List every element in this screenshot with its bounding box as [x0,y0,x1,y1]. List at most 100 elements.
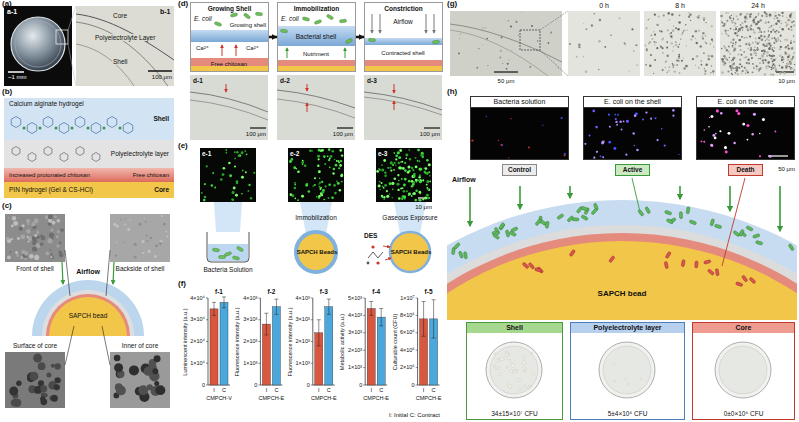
panel-d-schematic [364,97,442,115]
texture-dots [569,43,570,44]
chemical-structure [60,153,68,162]
bacteria-rods [339,19,346,23]
texture-dots [671,38,672,39]
panel-h-imaging [469,187,471,226]
texture-dots [755,50,756,51]
tick-label: 0 [307,382,310,388]
node-text: Immobilization [278,5,355,12]
texture-dots [788,28,790,30]
panel-c-sem [102,326,110,365]
texture-dots [725,32,726,33]
texture-dots [390,169,392,171]
texture-dots [333,168,335,170]
bacteria-rods [236,246,244,252]
bar-charts [422,300,436,338]
panel-letter: (f) [178,280,186,289]
panel-b-layers [4,182,174,198]
texture-dots [733,68,735,70]
bar-charts [311,385,313,386]
texture-dots [419,193,421,195]
texture-dots [500,57,502,59]
texture-dots [599,20,601,22]
bead-cross-section [447,233,797,320]
texture-dots [766,55,768,57]
bacteria-rods [665,251,671,259]
texture-dots [781,12,783,14]
texture-dots [790,26,792,28]
texture-dots [701,60,702,61]
texture-dots [788,48,790,50]
texture-dots [776,17,778,19]
texture-dots [146,240,148,242]
panel-g-timelapse [644,11,716,76]
bacteria-rods [679,212,682,219]
texture-dots [321,149,324,152]
texture-dots [748,43,750,45]
texture-dots [206,165,208,167]
node-text: Shell [467,323,562,333]
texture-dots [234,165,236,167]
bacteria-rods [735,282,743,287]
texture-dots [764,73,767,76]
texture-dots [782,71,783,72]
texture-dots [668,12,670,14]
panel-g-timelapse [540,11,568,30]
texture-dots [154,255,157,258]
panel-d-schematic [190,75,268,140]
texture-dots [404,162,406,164]
texture-dots [750,53,752,55]
step-label: Bacteria Solution [203,266,252,273]
airflow-label: Airflow [452,176,476,184]
bar-charts [369,301,383,325]
status-tag: Control [502,164,537,176]
texture-dots [401,178,403,180]
bar-charts [317,320,321,346]
texture-dots [771,67,773,69]
texture-dots [771,58,773,60]
texture-dots [381,168,384,171]
tick-label: 5×10³ [348,295,362,301]
texture-dots [709,117,710,118]
texture-dots [759,155,761,157]
bacteria-rods [557,213,564,219]
texture-dots [578,46,580,48]
texture-dots [616,124,618,126]
texture-dots [419,180,422,183]
texture-dots [744,67,746,69]
texture-dots [413,192,416,195]
bacteria-rods [432,40,439,44]
texture-dots [789,66,791,68]
texture-dots [678,56,680,58]
texture-dots [771,37,773,39]
bacteria-rods [741,275,748,282]
texture-dots [736,34,738,36]
texture-dots [759,58,761,60]
texture-dots [550,31,552,33]
subpanel-tag: e-3 [378,150,387,157]
texture-dots [705,35,707,37]
texture-dots [766,38,768,40]
texture-dots [411,167,413,169]
bacteria-rods [664,261,669,268]
texture-dots [730,41,732,43]
texture-dots [732,22,734,24]
texture-dots [727,12,728,13]
panel-c-sem [106,250,110,296]
bar-charts [274,299,278,314]
texture-dots [775,12,776,13]
texture-dots [770,31,772,33]
texture-dots [757,21,760,24]
texture-dots [460,33,462,35]
texture-dots [47,238,52,243]
layer-label: Contracted shell [381,50,424,57]
texture-dots [736,66,738,68]
texture-dots [376,149,431,202]
tick-label: 3×10³ [348,329,362,335]
texture-dots [323,199,324,200]
texture-dots [715,133,717,135]
texture-dots [727,70,729,72]
panel-a-photos [15,21,61,67]
texture-dots [394,177,397,180]
texture-dots [394,162,396,164]
texture-dots [726,20,728,22]
